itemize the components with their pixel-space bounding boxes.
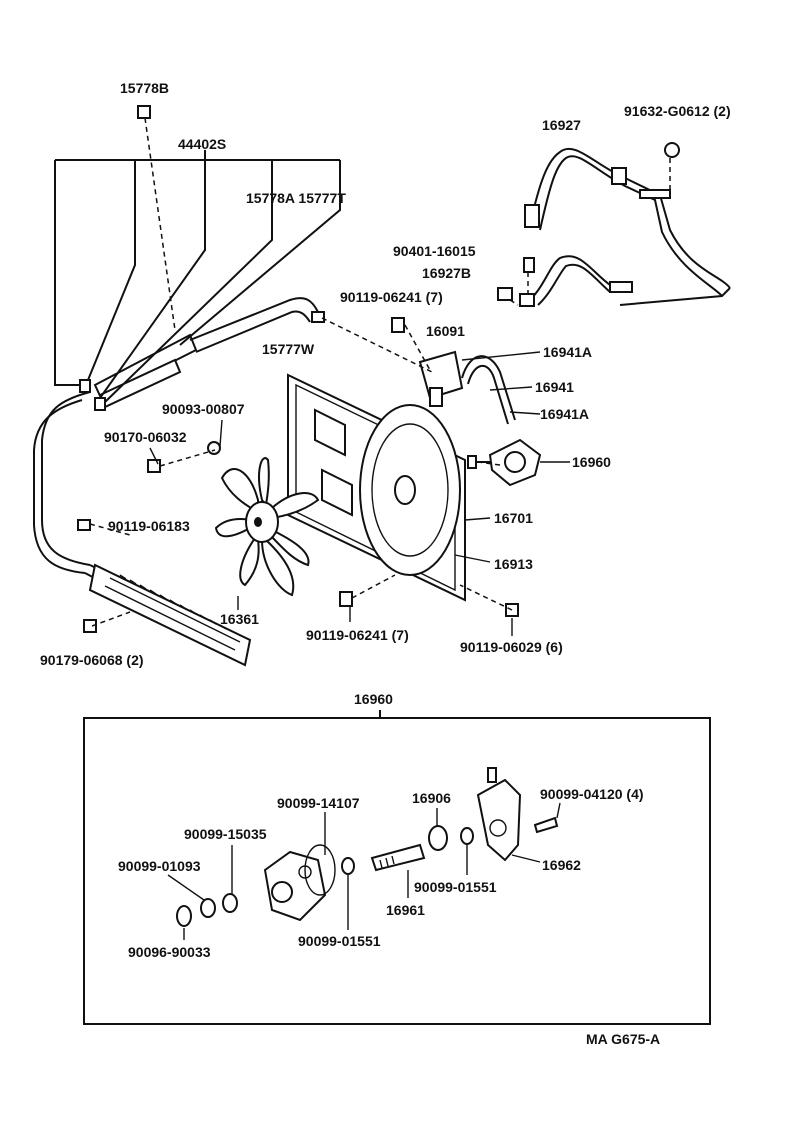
fan-coupling (467, 438, 542, 487)
callout-label: 90099-14107 (277, 795, 360, 811)
callout-label: 16091 (426, 323, 465, 339)
callout-label: 16962 (542, 857, 581, 873)
callout-label: 90401-16015 (393, 243, 476, 259)
detail-box-title: 16960 (354, 691, 393, 707)
callout-label: 90170-06032 (104, 429, 187, 445)
diagram-code: MA G675-A (586, 1031, 660, 1047)
callout-label: 90099-15035 (184, 826, 267, 842)
callout-label: 44402S (178, 136, 226, 152)
callout-label: 90099-01093 (118, 858, 201, 874)
cooling-fan (214, 457, 320, 597)
callout-label: 16941A (540, 406, 589, 422)
upper-callouts: 15778B 44402S 15778A 15777T 15777W 90093… (40, 80, 731, 668)
pump-housing (263, 844, 336, 922)
callout-label: 90099-01551 (298, 933, 381, 949)
callout-label: 90179-06068 (2) (40, 652, 144, 668)
cooler-hoses (79, 105, 325, 411)
callout-label: 15778A 15777T (246, 190, 346, 206)
pump-cover (476, 767, 559, 862)
callout-label: 15777W (262, 341, 315, 357)
callout-label: 15778B (120, 80, 169, 96)
callout-label: 16960 (572, 454, 611, 470)
callout-label: 90119-06241 (7) (340, 289, 443, 305)
fasteners (77, 142, 680, 633)
solenoid-valve (418, 350, 516, 425)
callout-label: 90096-90033 (128, 944, 211, 960)
callout-label: 91632-G0612 (2) (624, 103, 731, 119)
detail-box: 16960 (83, 691, 711, 1025)
callout-label: 90119-06183 (108, 518, 190, 534)
callout-label: 16906 (412, 790, 451, 806)
leader-lines (54, 117, 671, 636)
upper-hose (519, 147, 731, 307)
callout-label: 16941 (535, 379, 574, 395)
callout-label: 16361 (220, 611, 259, 627)
detail-leaders (167, 802, 561, 940)
callout-label: 16961 (386, 902, 425, 918)
callout-label: 90099-01551 (414, 879, 497, 895)
callout-label: 90093-00807 (162, 401, 245, 417)
callout-label: 90099-04120 (4) (540, 786, 644, 802)
callout-label: 16701 (494, 510, 533, 526)
pump-shaft (370, 843, 426, 872)
callout-label: 16927B (422, 265, 471, 281)
fan-shroud (287, 373, 466, 602)
callout-label: 90119-06029 (6) (460, 639, 563, 655)
pump-small-parts (176, 825, 474, 927)
oil-cooler (88, 563, 252, 667)
callout-label: 16941A (543, 344, 592, 360)
callout-label: 16927 (542, 117, 581, 133)
callout-label: 90119-06241 (7) (306, 627, 409, 643)
callout-label: 16913 (494, 556, 533, 572)
